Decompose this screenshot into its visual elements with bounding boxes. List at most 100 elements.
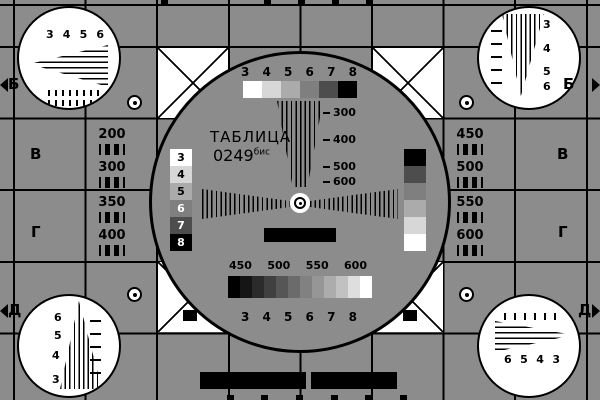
wedge-scale-label: 5 [543, 65, 551, 78]
target-ring [294, 197, 306, 209]
wedge-scale-labels: 6 5 4 3 [504, 354, 560, 365]
gray-step-cell: 7 [170, 217, 192, 234]
resolution-wedge [30, 45, 108, 87]
row-letter-left-b: Б [8, 75, 20, 93]
grayscale-label: 3 [241, 310, 250, 324]
frequency-burst: 300 [83, 161, 141, 188]
burst-label: 450 [456, 127, 484, 142]
grayscale-strip-bottom [228, 276, 372, 298]
gray-step-cell [404, 149, 426, 166]
cropped-digit-mark [264, 0, 271, 5]
gray-step [276, 276, 288, 298]
burst-label: 350 [98, 195, 126, 210]
row-letter-right-v: В [557, 145, 569, 163]
wedge-frequency-value: 600 [344, 259, 367, 272]
frequency-burst: 500 [441, 161, 499, 188]
cropped-digit-mark [366, 0, 373, 5]
wedge-scale-label: 5 [79, 28, 88, 41]
wedge-scale-label: 6 [54, 311, 62, 324]
burst-label: 200 [98, 127, 126, 142]
grayscale-label: 8 [348, 65, 357, 79]
frequency-burst: 550 [441, 196, 499, 223]
burst-label: 300 [98, 160, 126, 175]
bottom-wedge-frequency-labels: 450 500 550 600 [229, 260, 367, 271]
gray-step-cell [404, 200, 426, 217]
gray-step [240, 276, 252, 298]
grayscale-label: 7 [327, 65, 336, 79]
gray-step [338, 81, 357, 98]
wedge-frequency-value: 500 [267, 259, 291, 272]
wedge-scale-label: 4 [536, 353, 544, 366]
burst-label: 600 [456, 228, 484, 243]
wedge-scale-label: 4 [543, 42, 551, 55]
wedge-frequency-label: 600 [323, 176, 356, 187]
frequency-burst: 200 [83, 128, 141, 155]
gray-step [360, 276, 372, 298]
grayscale-label: 3 [241, 65, 250, 79]
resolution-wedge [502, 14, 544, 96]
grayscale-label: 6 [305, 310, 314, 324]
grayscale-labels-top: 3 4 5 6 7 8 [241, 66, 357, 78]
burst-label: 550 [456, 195, 484, 210]
corner-circle-top-right: 3 4 5 6 [477, 6, 581, 110]
wedge-scale-label: 4 [52, 349, 60, 362]
burst-bars [83, 212, 141, 223]
target-dot [298, 201, 302, 205]
gray-step [300, 276, 312, 298]
gray-step-cell: 5 [170, 183, 192, 200]
center-target [290, 193, 310, 213]
cropped-digit-mark [298, 0, 305, 5]
burst-bars [83, 144, 141, 155]
target-dot [464, 292, 469, 297]
burst-bars [441, 212, 499, 223]
grayscale-labels-bottom: 3 4 5 6 7 8 [241, 311, 357, 323]
gray-step [324, 276, 336, 298]
grayscale-scale-left: 3 4 5 6 7 8 [170, 149, 192, 251]
wedge-scale-label: 3 [46, 28, 54, 41]
cropped-digit-mark [332, 0, 339, 5]
black-patch-left [183, 310, 197, 321]
gray-step-cell [404, 217, 426, 234]
burst-bars [83, 245, 141, 256]
gray-step-cell: 6 [170, 200, 192, 217]
cropped-digit-mark [161, 0, 168, 5]
row-letter-left-v: В [30, 145, 42, 163]
gray-step [264, 276, 276, 298]
gray-step [300, 81, 319, 98]
tick-row [48, 90, 104, 96]
wedge-scale-label: 6 [543, 80, 551, 93]
frequency-burst: 350 [83, 196, 141, 223]
tick-dash [323, 180, 330, 183]
wedge-scale-label: 4 [62, 28, 71, 41]
tick-row [48, 100, 104, 106]
grayscale-label: 8 [348, 310, 357, 324]
frequency-burst: 600 [441, 229, 499, 256]
gray-step [348, 276, 360, 298]
convergence-target [127, 95, 142, 110]
wedge-scale-label: 6 [504, 353, 512, 366]
wedge-frequency-value: 600 [333, 175, 356, 188]
gray-step [252, 276, 264, 298]
corner-circle-bottom-left: 6 5 4 3 [17, 294, 121, 398]
gray-step [312, 276, 324, 298]
wedge-scale-labels: 3 4 5 6 [46, 29, 104, 40]
cropped-digit-mark [331, 395, 338, 400]
wedge-frequency-value: 400 [333, 133, 356, 146]
edge-arrow-left [0, 304, 8, 318]
burst-bars [441, 245, 499, 256]
tick-row [504, 313, 564, 320]
corner-circle-top-left: 3 4 5 6 [17, 6, 121, 110]
wedge-frequency-value: 500 [333, 160, 356, 173]
grayscale-scale-right [404, 149, 426, 251]
bottom-black-bar-right [311, 372, 397, 389]
wedge-scale-label: 6 [96, 28, 104, 41]
target-dot [132, 100, 137, 105]
gray-step-cell [404, 166, 426, 183]
gray-step [228, 276, 240, 298]
gray-step [281, 81, 300, 98]
grayscale-label: 4 [262, 310, 271, 324]
row-letter-left-d: Д [8, 301, 22, 319]
gray-step [262, 81, 281, 98]
tick-dash [323, 165, 330, 168]
